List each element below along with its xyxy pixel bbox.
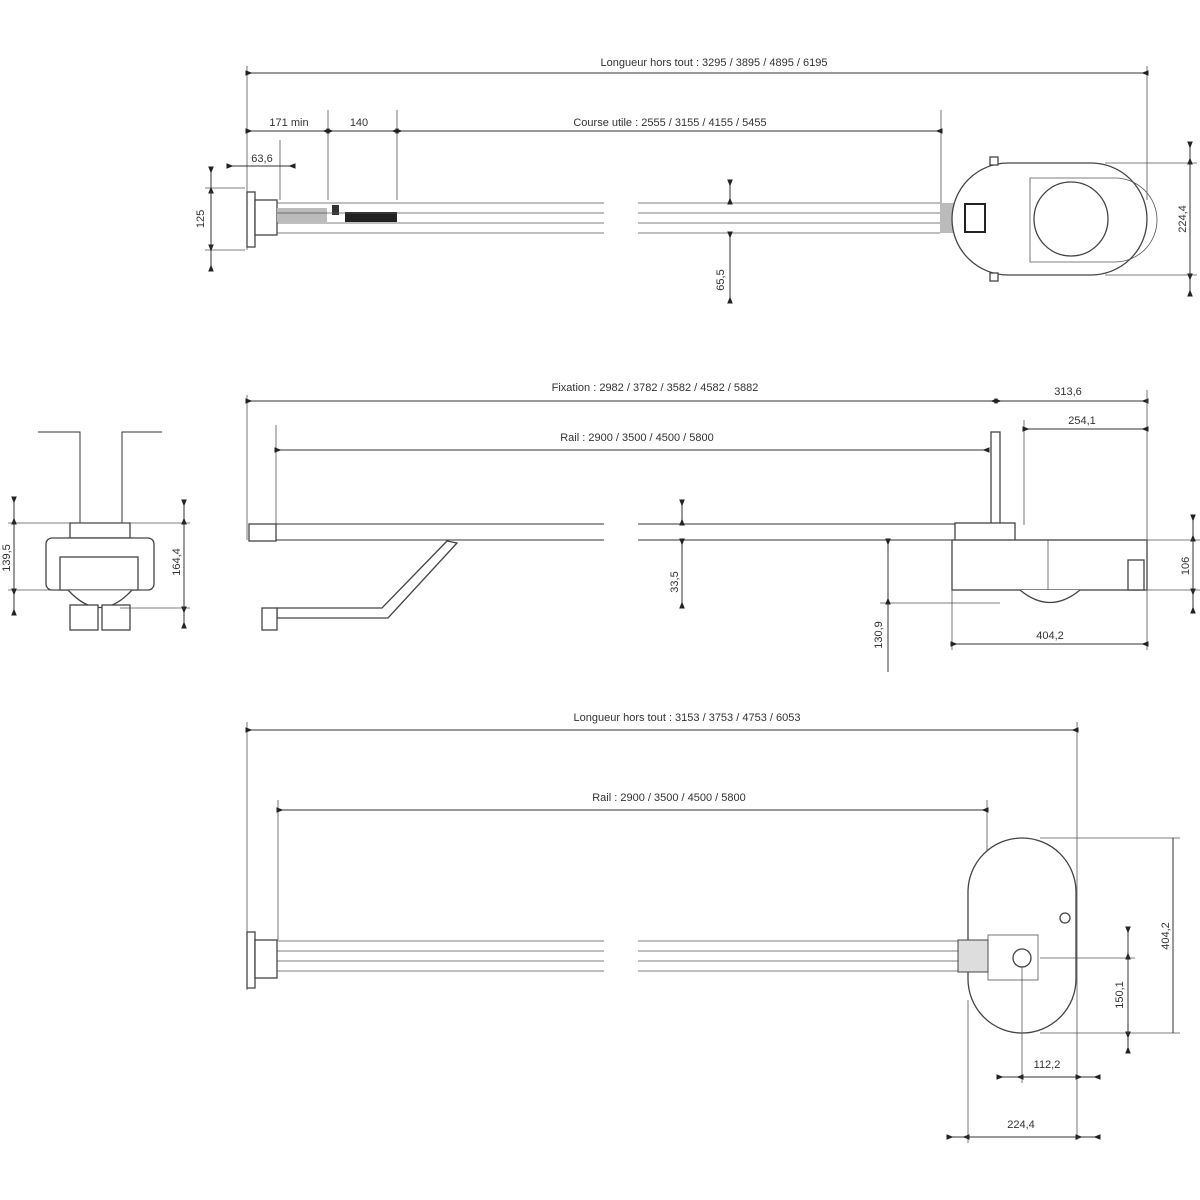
fixation-label: Fixation : 2982 / 3782 / 3582 / 4582 / 5…: [552, 382, 759, 394]
plan-dim-224-4-label: 224,4: [1007, 1119, 1035, 1131]
plan-dim-404-2-label: 404,2: [1160, 922, 1172, 950]
side-view: Fixation : 2982 / 3782 / 3582 / 4582 / 5…: [245, 382, 1200, 672]
plan-rail-label: Rail : 2900 / 3500 / 4500 / 5800: [592, 792, 746, 804]
dim-106-label: 106: [1180, 557, 1192, 575]
dim-164-4-label: 164,4: [171, 548, 183, 576]
dim-254-1-label: 254,1: [1068, 415, 1096, 427]
dim-313-6-label: 313,6: [1054, 386, 1082, 398]
dim-139-5-label: 139,5: [1, 544, 13, 572]
end-view: 139,5 164,4: [1, 431, 190, 631]
top-view: Longueur hors tout : 3295 / 3895 / 4895 …: [195, 57, 1197, 304]
dim-140-label: 140: [350, 117, 368, 129]
rail-label: Rail : 2900 / 3500 / 4500 / 5800: [560, 432, 714, 444]
dim-65-5-label: 65,5: [715, 269, 727, 290]
dim-130-9-label: 130,9: [873, 621, 885, 649]
dim-63-6-label: 63,6: [251, 153, 272, 165]
dim-224-4-label: 224,4: [1177, 205, 1189, 233]
plan-view: Longueur hors tout : 3153 / 3753 / 4753 …: [245, 712, 1180, 1143]
overall-length-label: Longueur hors tout : 3295 / 3895 / 4895 …: [601, 57, 828, 69]
min-171-label: 171 min: [269, 117, 308, 129]
plan-overall-length-label: Longueur hors tout : 3153 / 3753 / 4753 …: [574, 712, 801, 724]
plan-dim-112-2-label: 112,2: [1034, 1059, 1061, 1071]
dim-125-label: 125: [195, 210, 207, 228]
dim-404-2-label: 404,2: [1036, 630, 1064, 642]
plan-dim-150-1-label: 150,1: [1114, 981, 1126, 1009]
useful-travel-label: Course utile : 2555 / 3155 / 4155 / 5455: [573, 117, 766, 129]
dim-33-5-label: 33,5: [669, 571, 681, 592]
